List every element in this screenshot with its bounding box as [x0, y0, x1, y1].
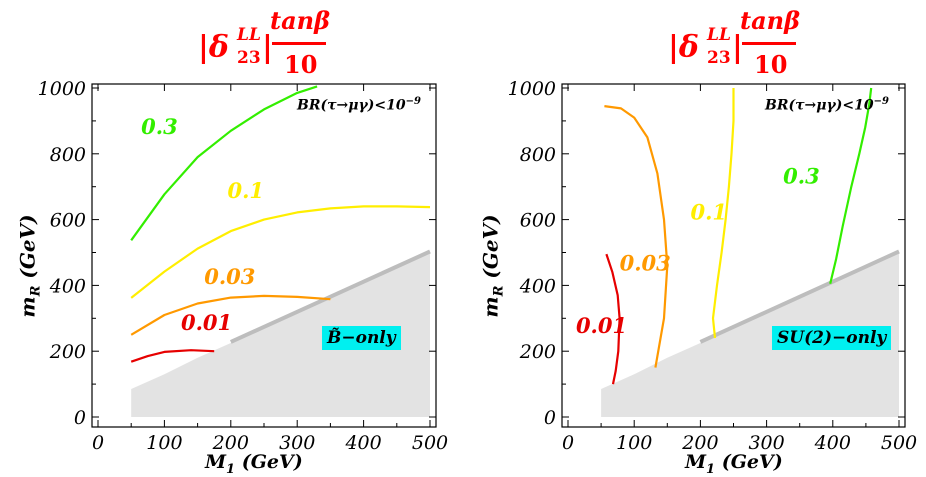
series-line-0.1 [711, 88, 735, 339]
series-label-0.1: 0.1 [227, 178, 264, 203]
series-line-0.3 [829, 87, 873, 285]
series-line-0.01 [130, 349, 215, 363]
title-delta: |δ [198, 30, 229, 65]
y-axis-label-left: mR (GeV) [15, 214, 44, 318]
y-tick-label: 200 [49, 341, 86, 363]
x-tick-label: 500 [881, 432, 917, 454]
title-numerator: tanβ [740, 6, 801, 35]
series-line-0.3 [130, 85, 318, 241]
title-delta: |δ [668, 30, 699, 65]
y-tick-label: 200 [519, 341, 556, 363]
series-line-0.1 [130, 205, 431, 299]
title-sub: 23 [707, 48, 731, 68]
title-sub: 23 [237, 48, 261, 68]
series-label-0.1: 0.1 [690, 200, 727, 225]
excluded-edge [229, 249, 431, 344]
region-label-left: B̃−only [322, 326, 401, 350]
region-label-right: SU(2)−only [772, 326, 892, 350]
y-tick-label: 600 [520, 210, 556, 232]
x-tick-label: 0 [562, 432, 574, 454]
series-label-0.03: 0.03 [204, 264, 255, 289]
y-tick-label: 1000 [508, 78, 556, 100]
constraint-label-left: BR(τ→μγ)<10−9 [297, 96, 421, 114]
title-sup: LL [237, 25, 261, 45]
title-fraction-line [742, 42, 796, 45]
y-tick-label: 0 [544, 407, 556, 429]
y-axis-label-right: mR (GeV) [478, 214, 507, 318]
series-label-0.01: 0.01 [576, 313, 627, 338]
title-sup: LL [707, 25, 731, 45]
y-tick-label: 400 [519, 275, 556, 297]
y-tick-label: 1000 [38, 78, 86, 100]
title-denominator: 10 [754, 50, 788, 79]
chart-panel-right: |δ LL 23 | tanβ 10 0 100 200 300 400 500 0 200 4… [463, 0, 926, 477]
series-label-0.03: 0.03 [620, 251, 671, 276]
x-tick-label: 100 [146, 432, 182, 454]
excluded-region [601, 252, 899, 417]
plot-area-left: 0 100 200 300 400 500 0 200 400 600 800 1000 0.01 0.0… [38, 78, 448, 454]
x-tick-label: 200 [212, 432, 249, 454]
y-tick-label: 0 [74, 407, 86, 429]
y-tick-label: 600 [50, 210, 86, 232]
chart-panel-left: |δ LL 23 | tanβ 10 0 100 200 300 400 500 0 200 4… [15, 6, 449, 477]
title-numerator: tanβ [270, 6, 331, 35]
excluded-edge [699, 249, 900, 344]
x-tick-label: 400 [814, 432, 851, 454]
excluded-region [131, 252, 430, 417]
x-tick-label: 0 [92, 432, 104, 454]
x-tick-label: 200 [681, 432, 718, 454]
series-line-0.01 [605, 253, 621, 385]
series-label-0.01: 0.01 [181, 310, 232, 335]
title-bar: | [262, 30, 273, 65]
title-denominator: 10 [284, 50, 318, 79]
x-tick-label: 500 [412, 432, 448, 454]
series-label-0.3: 0.3 [783, 163, 820, 188]
x-axis-label-left: M1 (GeV) [205, 451, 303, 477]
series-line-0.03 [130, 294, 331, 336]
series-label-0.3: 0.3 [141, 114, 178, 139]
x-tick-label: 400 [344, 432, 381, 454]
y-tick-label: 800 [50, 144, 86, 166]
y-tick-label: 400 [49, 275, 86, 297]
x-axis-label-right: M1 (GeV) [685, 451, 783, 477]
plot-area-right: 0 100 200 300 400 500 0 200 400 600 800 1000 0.01 0.0… [508, 78, 917, 454]
x-tick-label: 100 [616, 432, 652, 454]
title-bar: | [732, 30, 743, 65]
series-line-0.03 [604, 105, 669, 368]
x-tick-label: 300 [748, 432, 784, 454]
y-tick-label: 800 [520, 144, 556, 166]
x-tick-label: 300 [279, 432, 315, 454]
title-fraction-line [272, 42, 326, 45]
constraint-label-right: BR(τ→μγ)<10−9 [765, 96, 889, 114]
